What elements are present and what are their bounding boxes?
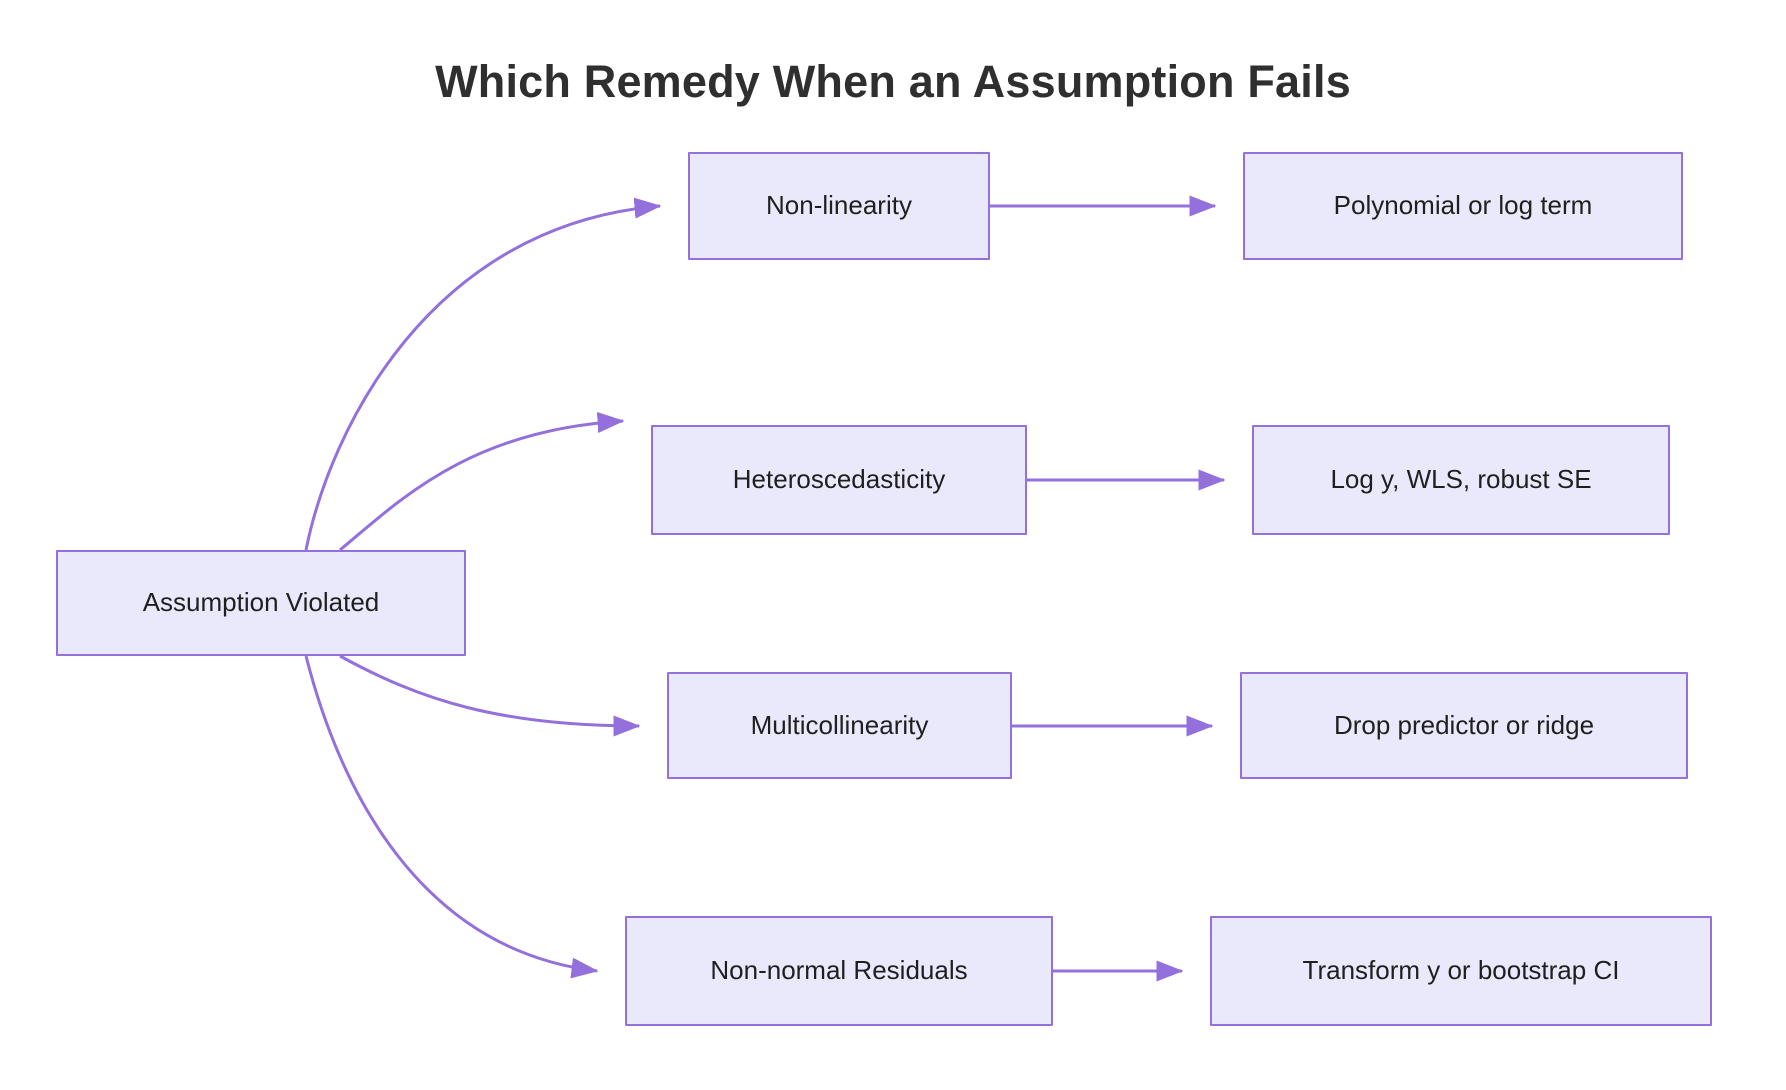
edge-source-to-multicol xyxy=(339,654,641,737)
edge-source-to-nonlinearity xyxy=(304,197,662,551)
edge-source-to-hetero xyxy=(339,412,625,552)
page-title: Which Remedy When an Assumption Fails xyxy=(435,56,1351,107)
node-nonnormal[interactable]: Non-normal Residuals xyxy=(625,916,1053,1026)
node-logywls[interactable]: Log y, WLS, robust SE xyxy=(1252,425,1670,535)
node-source[interactable]: Assumption Violated xyxy=(56,550,466,656)
edge-source-to-nonnormal xyxy=(304,655,599,979)
node-polylog[interactable]: Polynomial or log term xyxy=(1243,152,1683,260)
node-nonlinearity[interactable]: Non-linearity xyxy=(688,152,990,260)
node-multicol[interactable]: Multicollinearity xyxy=(667,672,1012,779)
node-transformci[interactable]: Transform y or bootstrap CI xyxy=(1210,916,1712,1026)
node-dropridge[interactable]: Drop predictor or ridge xyxy=(1240,672,1688,779)
node-hetero[interactable]: Heteroscedasticity xyxy=(651,425,1027,535)
